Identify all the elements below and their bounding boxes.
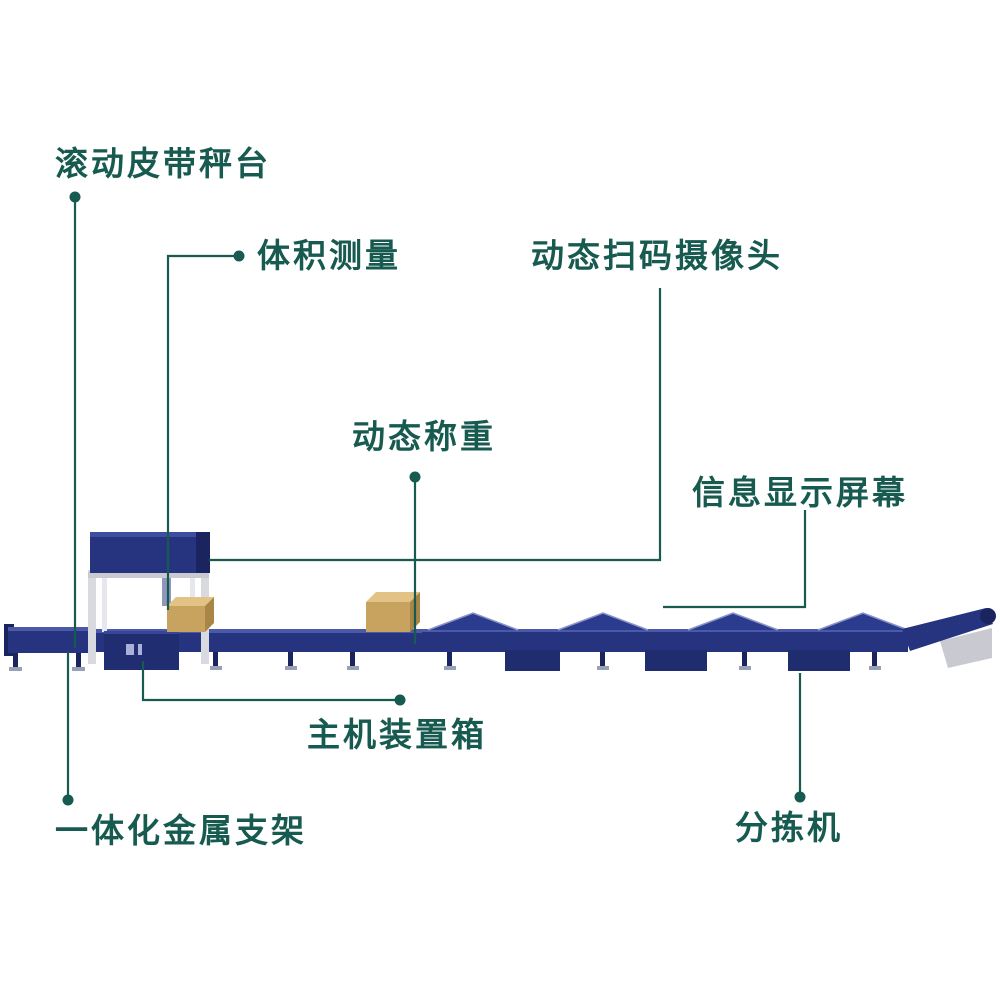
label-main-unit-box: 主机装置箱 bbox=[307, 716, 487, 753]
parcel-box-2 bbox=[366, 592, 420, 632]
parcel-box-1 bbox=[167, 597, 214, 632]
leader-main-unit-box bbox=[141, 661, 400, 702]
main-unit-cabinet bbox=[104, 631, 179, 670]
label-rolling-belt-scale: 滚动皮带秤台 bbox=[55, 145, 271, 182]
label-volume-measurement: 体积测量 bbox=[257, 237, 401, 274]
camera-head bbox=[90, 532, 210, 573]
label-integrated-metal-bracket: 一体化金属支架 bbox=[55, 812, 307, 849]
label-sorter: 分拣机 bbox=[735, 809, 843, 846]
leader-lines bbox=[66, 197, 807, 800]
leader-dynamic-scan-camera bbox=[209, 288, 662, 562]
label-dynamic-weighing: 动态称重 bbox=[352, 418, 496, 455]
leader-dots bbox=[62, 191, 806, 806]
leader-info-display-screen bbox=[663, 510, 807, 609]
sorter-conveyor bbox=[422, 612, 909, 671]
leader-volume-measurement bbox=[166, 254, 239, 610]
left-feed-conveyor bbox=[4, 624, 92, 671]
machine bbox=[4, 532, 996, 671]
label-dynamic-scan-camera: 动态扫码摄像头 bbox=[531, 237, 783, 274]
label-info-display-screen: 信息显示屏幕 bbox=[692, 474, 908, 511]
discharge-chute bbox=[902, 608, 996, 668]
